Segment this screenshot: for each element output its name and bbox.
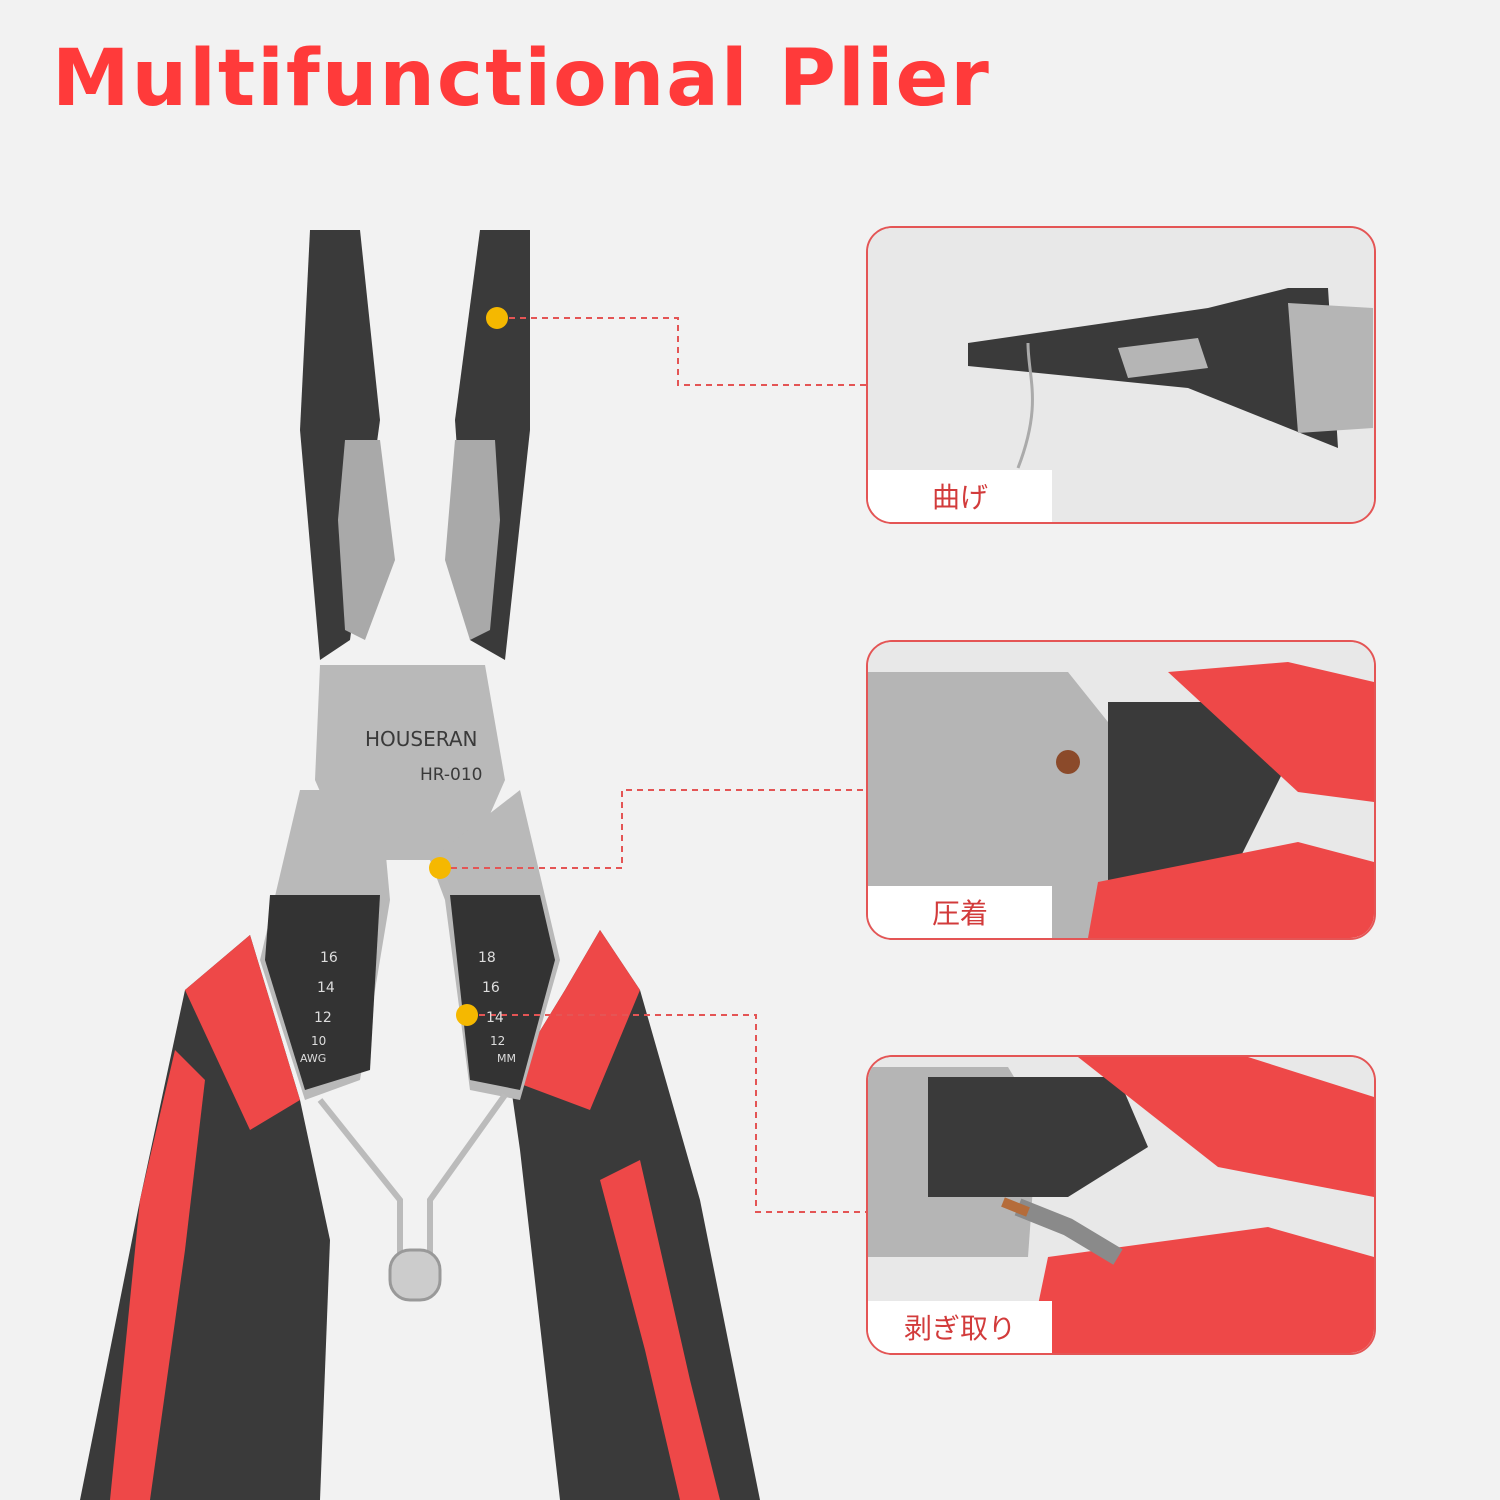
feature-label-crimping: 圧着 xyxy=(868,886,1052,938)
right-stripper-face xyxy=(450,895,555,1090)
mm-number-3: 14 xyxy=(486,1010,504,1026)
brand-text: HOUSERAN xyxy=(365,727,477,751)
callout-dot-3 xyxy=(456,1004,478,1026)
awg-number-4: 10 xyxy=(311,1034,326,1048)
right-handle-stripe xyxy=(600,1160,720,1500)
awg-number-3: 12 xyxy=(314,1010,332,1026)
page-title: Multifunctional Plier xyxy=(52,34,991,124)
left-handle-stripe xyxy=(110,1050,205,1500)
callout-line-3 xyxy=(468,1014,866,1213)
callout-dot-1 xyxy=(486,307,508,329)
awg-number-1: 16 xyxy=(320,950,338,966)
left-stripper-face xyxy=(265,895,380,1090)
stripping-photo xyxy=(868,1057,1374,1353)
feature-panel-crimping: 圧着 xyxy=(866,640,1376,940)
callout-line-1 xyxy=(498,317,866,386)
callout-line-2 xyxy=(440,789,866,869)
spring-coil xyxy=(388,1248,442,1302)
mm-number-4: 12 xyxy=(490,1034,505,1048)
right-handle-grip xyxy=(510,930,640,1110)
left-handle-grip xyxy=(185,935,300,1130)
awg-label: AWG xyxy=(300,1052,326,1065)
left-jaw-steel xyxy=(338,440,395,640)
mm-number-1: 18 xyxy=(478,950,496,966)
mm-number-2: 16 xyxy=(482,980,500,996)
model-text: HR-010 xyxy=(420,765,483,785)
feature-panel-bending: 曲げ xyxy=(866,226,1376,524)
mm-label: MM xyxy=(497,1052,516,1065)
awg-number-2: 14 xyxy=(317,980,335,996)
callout-dot-2 xyxy=(429,857,451,879)
feature-label-stripping: 剥ぎ取り xyxy=(868,1301,1052,1353)
feature-panel-stripping: 剥ぎ取り xyxy=(866,1055,1376,1355)
feature-label-bending: 曲げ xyxy=(868,470,1052,522)
right-jaw-steel xyxy=(445,440,500,640)
